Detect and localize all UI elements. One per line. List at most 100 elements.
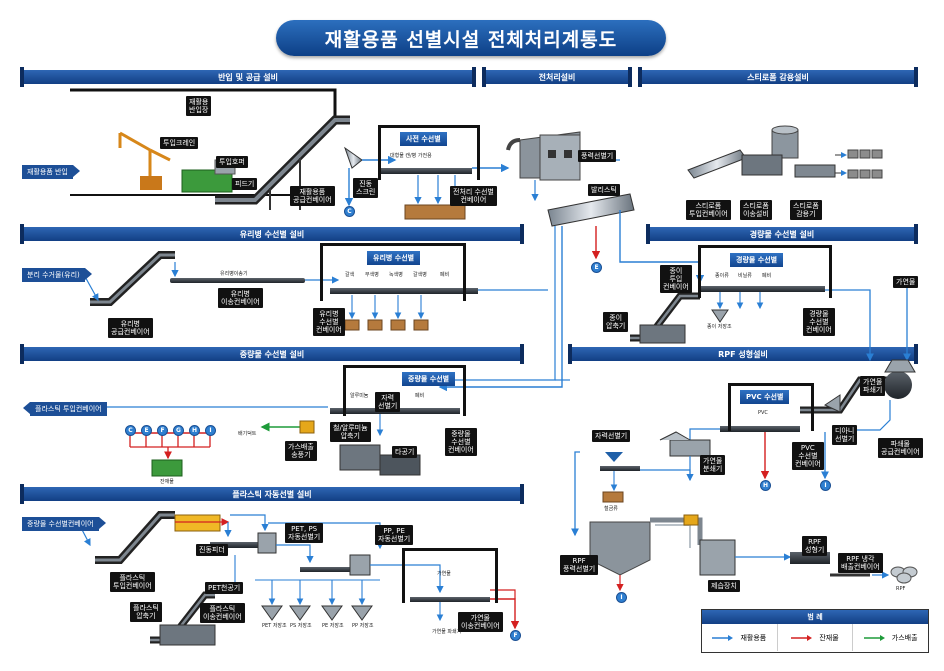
light-sort-box [698,245,832,298]
label-can-press: 철/알루미늄 압축기 [330,422,371,442]
glass-item-0: 갈색 [345,272,355,278]
label-dinar: 디아니 선별기 [832,425,858,445]
flow-marker-e2: E [141,425,152,436]
flow-marker-c: C [344,206,355,217]
glass-sort-box [320,243,466,301]
legend-item-recyclables: 재활용품 [702,624,778,651]
page-title: 재활용품 선별시설 전체처리계통도 [276,20,666,56]
label-combust-sep: 가연물 분쇄기 [700,455,726,475]
label-rpf-cool: RPF 냉각 배출컨베이어 [838,553,883,573]
label-paper-press: 종이 압축기 [603,312,629,332]
label-glass-supply: 유리병 공급컨베이어 [108,318,153,338]
label-rpf-out: RPF [896,586,906,592]
flow-marker-h2: H [760,480,771,491]
legend-label-gas: 가스배출 [891,633,918,642]
light-item-2: 폐비 [762,273,772,279]
label-fe-bin: 철금류 [604,506,618,512]
combustible-box [402,548,498,603]
label-pp-pe: PP, PE 자동선별기 [375,525,414,545]
label-magnet: 자력 선별기 [375,392,401,412]
label-pvc-conv: PVC 수선별 컨베이어 [792,442,824,470]
label-heavy-sort: 중량물 수선별 [402,372,456,386]
label-supply-conveyor: 재활용품 공급컨베이어 [290,186,335,206]
label-reception: 재활용 반입장 [186,96,212,116]
label-combustible-small: 가연물 파쇄기 [432,629,462,635]
bin-pet: PET 저장조 [262,623,287,629]
flow-marker-e: E [591,262,602,273]
label-combustible-box: 가연물 [437,571,451,577]
label-rpf-wind: RPF 풍력선별기 [560,555,599,575]
label-crane: 투입크레인 [160,137,199,149]
glass-item-2: 녹색병 [389,272,403,278]
heavy-sort-box [343,365,466,416]
label-pvc-sort: PVC 수선별 [740,390,790,404]
section-header-pretreat: 전처리설비 [482,67,632,87]
label-exhaust: 배기덕트 [238,431,257,437]
label-paper-store: 종이 저장조 [707,324,732,330]
label-vib-feeder: 진동피더 [196,544,228,556]
label-styro-reduce: 스티로폼 이송설비 [740,200,772,220]
light-item-1: 비닐류 [738,273,752,279]
label-plastic-feed: 플라스틱 투입컨베이어 [110,572,155,592]
section-header-heavy: 중량물 수선별 설비 [20,344,524,364]
input-heavy-conveyor: 중량물 수선별컨베이어 [22,517,106,531]
input-glass: 분리 수거물(유리) [22,268,92,282]
label-combustible-conv: 가연물 이송컨베이어 [458,612,503,632]
flow-marker-f2: F [510,630,521,641]
label-storage-yard: 잔재물 [160,479,174,485]
flow-marker-f: F [157,425,168,436]
legend-title: 범 례 [702,610,928,624]
pre-sort-items: 대형물 캔/병 가전용 [390,153,432,159]
label-gas-blower: 가스배출 송풍기 [285,441,317,461]
legend-label-residue: 잔재물 [819,633,839,642]
pre-sort-box [378,125,480,180]
label-pet-crusher: PET천공기 [205,582,244,594]
light-item-0: 종이류 [715,273,729,279]
label-dryer: 제습장치 [708,580,740,592]
bin-ps: PS 저장조 [290,623,312,629]
pvc-sort-box [728,383,814,431]
legend: 범 례 재활용품 잔재물 가스배출 [701,609,929,653]
flow-marker-i2: I [820,480,831,491]
label-glass-sort: 유리병 수선별 [367,251,421,265]
label-heavy-sort-conv: 중량물 수선별 컨베이어 [445,428,477,456]
label-pet-ps: PET, PS 자동선별기 [285,523,324,543]
heavy-item-0: 알루미늄 [350,393,369,399]
label-wind-sorter: 풍력선별기 [578,150,617,162]
label-glass-sort-conv: 유리병 수선별 컨베이어 [313,308,345,336]
label-vib-screen: 진동 스크린 [353,178,379,198]
label-plastic-press: 플라스틱 압축기 [130,602,162,622]
legend-item-gas: 가스배출 [853,624,928,651]
label-pvc-item: PVC [758,410,768,416]
label-paper-feed: 종이 투입 컨베이어 [660,265,692,293]
legend-label-recyclables: 재활용품 [740,633,767,642]
label-ballistic: 발리스틱 [588,184,620,196]
label-light-sort: 경량물 수선별 [730,253,784,267]
flow-marker-i3: I [616,592,627,603]
section-header-rpf: RPF 성형설비 [568,344,918,364]
label-combustible-crusher: 가연물 파쇄기 [860,376,886,396]
flow-marker-h: H [189,425,200,436]
label-light-sort-conv: 경량물 수선별 컨베이어 [803,308,835,336]
label-crusher-supply: 파쇄물 공급컨베이어 [878,438,923,458]
label-hopper: 투입호퍼 [216,156,248,168]
label-pre-sort: 사전 수선별 [400,132,447,146]
label-magnet2: 자력선별기 [592,430,631,442]
label-glass-transfer: 유리병 이송컨베이어 [218,288,263,308]
output-plastic: 플라스틱 투입컨베이어 [23,402,107,416]
label-feeder: 피드기 [232,178,258,190]
legend-item-residue: 잔재물 [778,624,854,651]
flow-marker-c2: C [125,425,136,436]
bin-pe: PE 저장조 [322,623,344,629]
label-styro-ingot: 스티로폼 감용기 [790,200,822,220]
section-header-styro: 스티로폼 감용설비 [638,67,918,87]
section-header-plastic: 플라스틱 자동선별 설비 [20,484,524,504]
label-plastic-transfer: 플라스틱 이송컨베이어 [200,603,245,623]
label-rpf-former: RPF 성형기 [802,536,828,556]
section-header-intake: 반입 및 공급 설비 [20,67,476,87]
input-recyclables: 재활용품 반입 [22,165,80,179]
label-baler: 타공기 [392,446,418,458]
label-pre-conveyor: 전처리 수선별 컨베이어 [450,186,497,206]
